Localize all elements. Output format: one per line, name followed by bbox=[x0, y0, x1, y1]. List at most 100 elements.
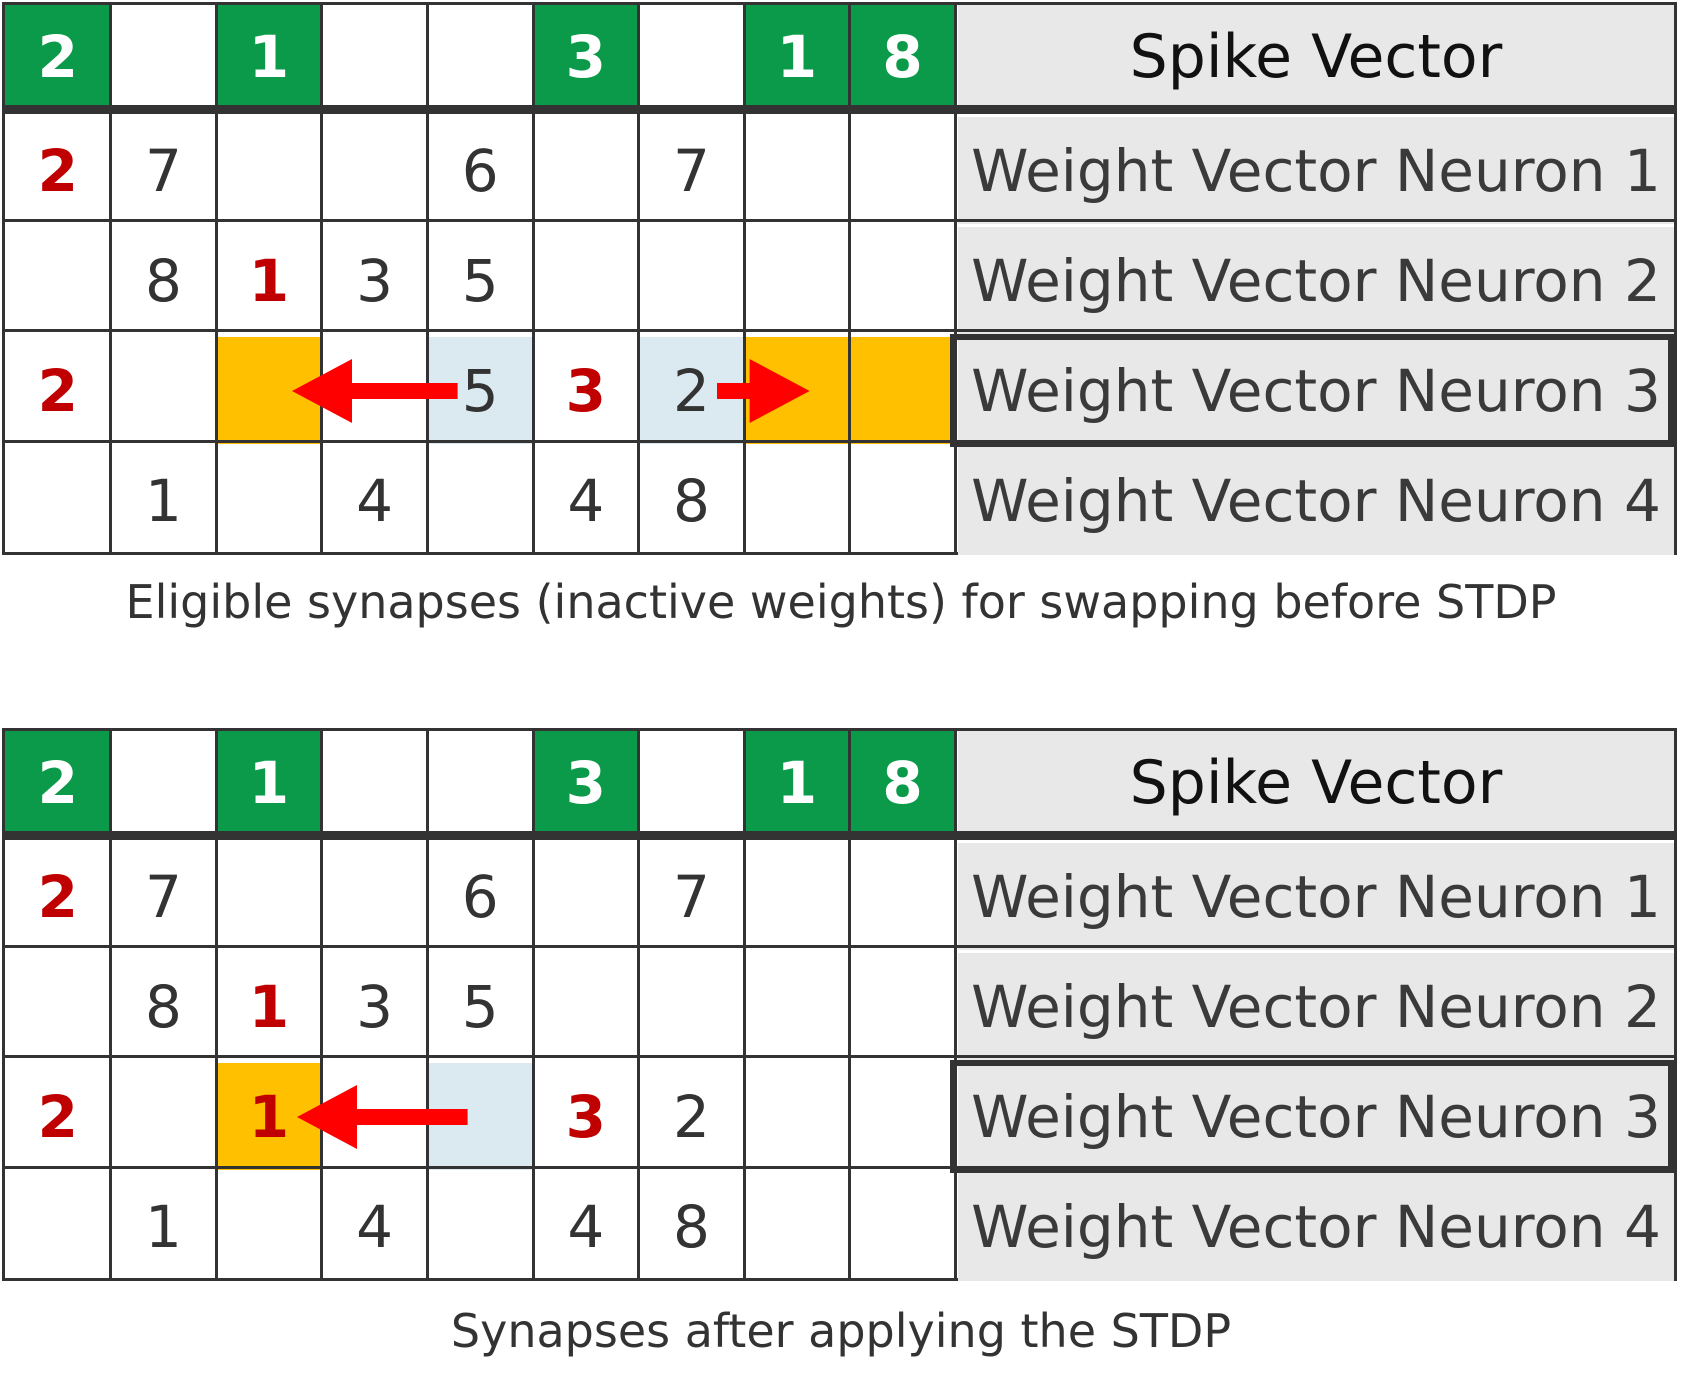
weight-cell-r2-c3: 3 bbox=[356, 246, 394, 315]
weight-cell-r4-c4 bbox=[427, 1173, 533, 1281]
weight-cell-r4-c1: 1 bbox=[144, 467, 182, 535]
weight-cell-r2-c8 bbox=[850, 227, 956, 334]
caption-after-stdp: Synapses after applying the STDP bbox=[450, 1304, 1232, 1358]
swap-arrow-left bbox=[296, 1084, 468, 1149]
weight-cell-r4-c0 bbox=[5, 447, 111, 555]
weight-vector-label-3: Weight Vector Neuron 3 bbox=[958, 337, 1674, 444]
weight-cell-r1-c4: 6 bbox=[461, 862, 499, 931]
weight-cell-r1-c7 bbox=[744, 843, 850, 950]
spike-vector-label: Spike Vector bbox=[958, 5, 1674, 109]
grid-vline bbox=[637, 731, 641, 1278]
weight-cell-r3-c8 bbox=[849, 337, 956, 444]
weight-cell-r4-c6: 8 bbox=[672, 467, 710, 535]
spike-cell-r0-c7: 1 bbox=[744, 731, 850, 835]
grid-hline bbox=[5, 1165, 1674, 1169]
weight-cell-r1-c7 bbox=[744, 117, 850, 224]
weight-cell-r1-c5 bbox=[533, 117, 639, 224]
grid-hline bbox=[5, 1054, 1674, 1058]
weight-cell-r4-c3: 4 bbox=[356, 467, 394, 535]
arrow-shape bbox=[716, 358, 810, 423]
weight-cell-r2-c8 bbox=[850, 953, 956, 1060]
weight-cell-r4-c6: 8 bbox=[672, 1193, 710, 1261]
weight-cell-r3-c5: 3 bbox=[565, 1082, 606, 1151]
weight-cell-r2-c0 bbox=[5, 227, 111, 334]
spike-cell-r0-c6 bbox=[639, 731, 745, 835]
spike-cell-r0-c4 bbox=[427, 5, 533, 109]
weight-cell-r2-c6 bbox=[639, 953, 745, 1060]
spike-vector-label: Spike Vector bbox=[958, 731, 1674, 835]
spike-cell-r0-c5: 3 bbox=[533, 5, 639, 109]
spike-cell-r0-c2: 1 bbox=[216, 5, 322, 109]
weight-cell-r4-c1: 1 bbox=[144, 1193, 182, 1261]
weight-cell-r4-c4 bbox=[427, 447, 533, 555]
grid-vline bbox=[320, 731, 324, 1278]
weight-cell-r3-c6: 2 bbox=[672, 1082, 710, 1151]
grid-vline bbox=[848, 731, 852, 1278]
weight-cell-r2-c2: 1 bbox=[248, 246, 290, 315]
weight-cell-r3-c0: 2 bbox=[37, 1082, 78, 1151]
grid-hline bbox=[5, 328, 1674, 332]
spike-cell-r0-c8: 8 bbox=[849, 731, 956, 835]
weight-cell-r2-c0 bbox=[5, 953, 111, 1060]
weight-cell-r1-c8 bbox=[850, 843, 956, 950]
weight-cell-r2-c1: 8 bbox=[144, 246, 182, 315]
weight-cell-r4-c2 bbox=[216, 447, 322, 555]
weight-cell-r1-c4: 6 bbox=[461, 136, 499, 205]
spike-cell-r0-c1 bbox=[111, 731, 217, 835]
weight-cell-r2-c4: 5 bbox=[461, 246, 499, 315]
weight-cell-r2-c1: 8 bbox=[144, 972, 182, 1041]
weight-cell-r4-c5: 4 bbox=[567, 1193, 605, 1261]
grid-vline bbox=[848, 5, 852, 552]
grid-vline bbox=[742, 5, 746, 552]
grid-vline bbox=[531, 5, 535, 552]
weight-cell-r1-c0: 2 bbox=[37, 136, 78, 205]
weight-cell-r4-c2 bbox=[216, 1173, 322, 1281]
weight-cell-r1-c2 bbox=[216, 117, 322, 224]
swap-arrow-left bbox=[291, 358, 458, 423]
grid-vline bbox=[531, 731, 535, 1278]
weight-cell-r2-c5 bbox=[533, 953, 639, 1060]
spike-separator-line bbox=[5, 105, 1674, 114]
weight-vector-label-4: Weight Vector Neuron 4 bbox=[958, 447, 1674, 555]
weight-cell-r1-c0: 2 bbox=[37, 862, 78, 931]
weight-cell-r1-c8 bbox=[850, 117, 956, 224]
grid-vline bbox=[637, 5, 641, 552]
weight-vector-label-4: Weight Vector Neuron 4 bbox=[958, 1173, 1674, 1281]
weight-cell-r4-c7 bbox=[744, 1173, 850, 1281]
weight-cell-r2-c7 bbox=[744, 227, 850, 334]
weight-cell-r2-c3: 3 bbox=[356, 972, 394, 1041]
weight-cell-r1-c2 bbox=[216, 843, 322, 950]
weight-cell-r2-c6 bbox=[639, 227, 745, 334]
weight-cell-r4-c7 bbox=[744, 447, 850, 555]
grid-hline bbox=[5, 218, 1674, 222]
spike-cell-r0-c1 bbox=[111, 5, 217, 109]
weight-cell-r4-c8 bbox=[850, 1173, 956, 1281]
weight-cell-r3-c5: 3 bbox=[565, 356, 606, 425]
weight-cell-r1-c3 bbox=[322, 117, 428, 224]
spike-cell-r0-c3 bbox=[322, 5, 428, 109]
spike-cell-r0-c5: 3 bbox=[533, 731, 639, 835]
weight-cell-r2-c7 bbox=[744, 953, 850, 1060]
spike-cell-r0-c4 bbox=[427, 731, 533, 835]
arrow-shape bbox=[291, 358, 458, 423]
grid-vline bbox=[214, 5, 218, 552]
grid-vline bbox=[320, 5, 324, 552]
grid-vline bbox=[953, 731, 957, 1278]
weight-cell-r1-c3 bbox=[322, 843, 428, 950]
spike-cell-r0-c8: 8 bbox=[849, 5, 956, 109]
grid-vline bbox=[214, 731, 218, 1278]
weight-cell-r4-c0 bbox=[5, 1173, 111, 1281]
weight-cell-r2-c4: 5 bbox=[461, 972, 499, 1041]
spike-cell-r0-c7: 1 bbox=[744, 5, 850, 109]
weight-cell-r1-c5 bbox=[533, 843, 639, 950]
swap-arrow-right bbox=[716, 358, 810, 423]
weight-vector-label-3: Weight Vector Neuron 3 bbox=[958, 1063, 1674, 1170]
grid-vline bbox=[742, 731, 746, 1278]
grid-vline bbox=[425, 731, 429, 1278]
weight-cell-r3-c0: 2 bbox=[37, 356, 78, 425]
spike-separator-line bbox=[5, 831, 1674, 840]
grid-vline bbox=[425, 5, 429, 552]
